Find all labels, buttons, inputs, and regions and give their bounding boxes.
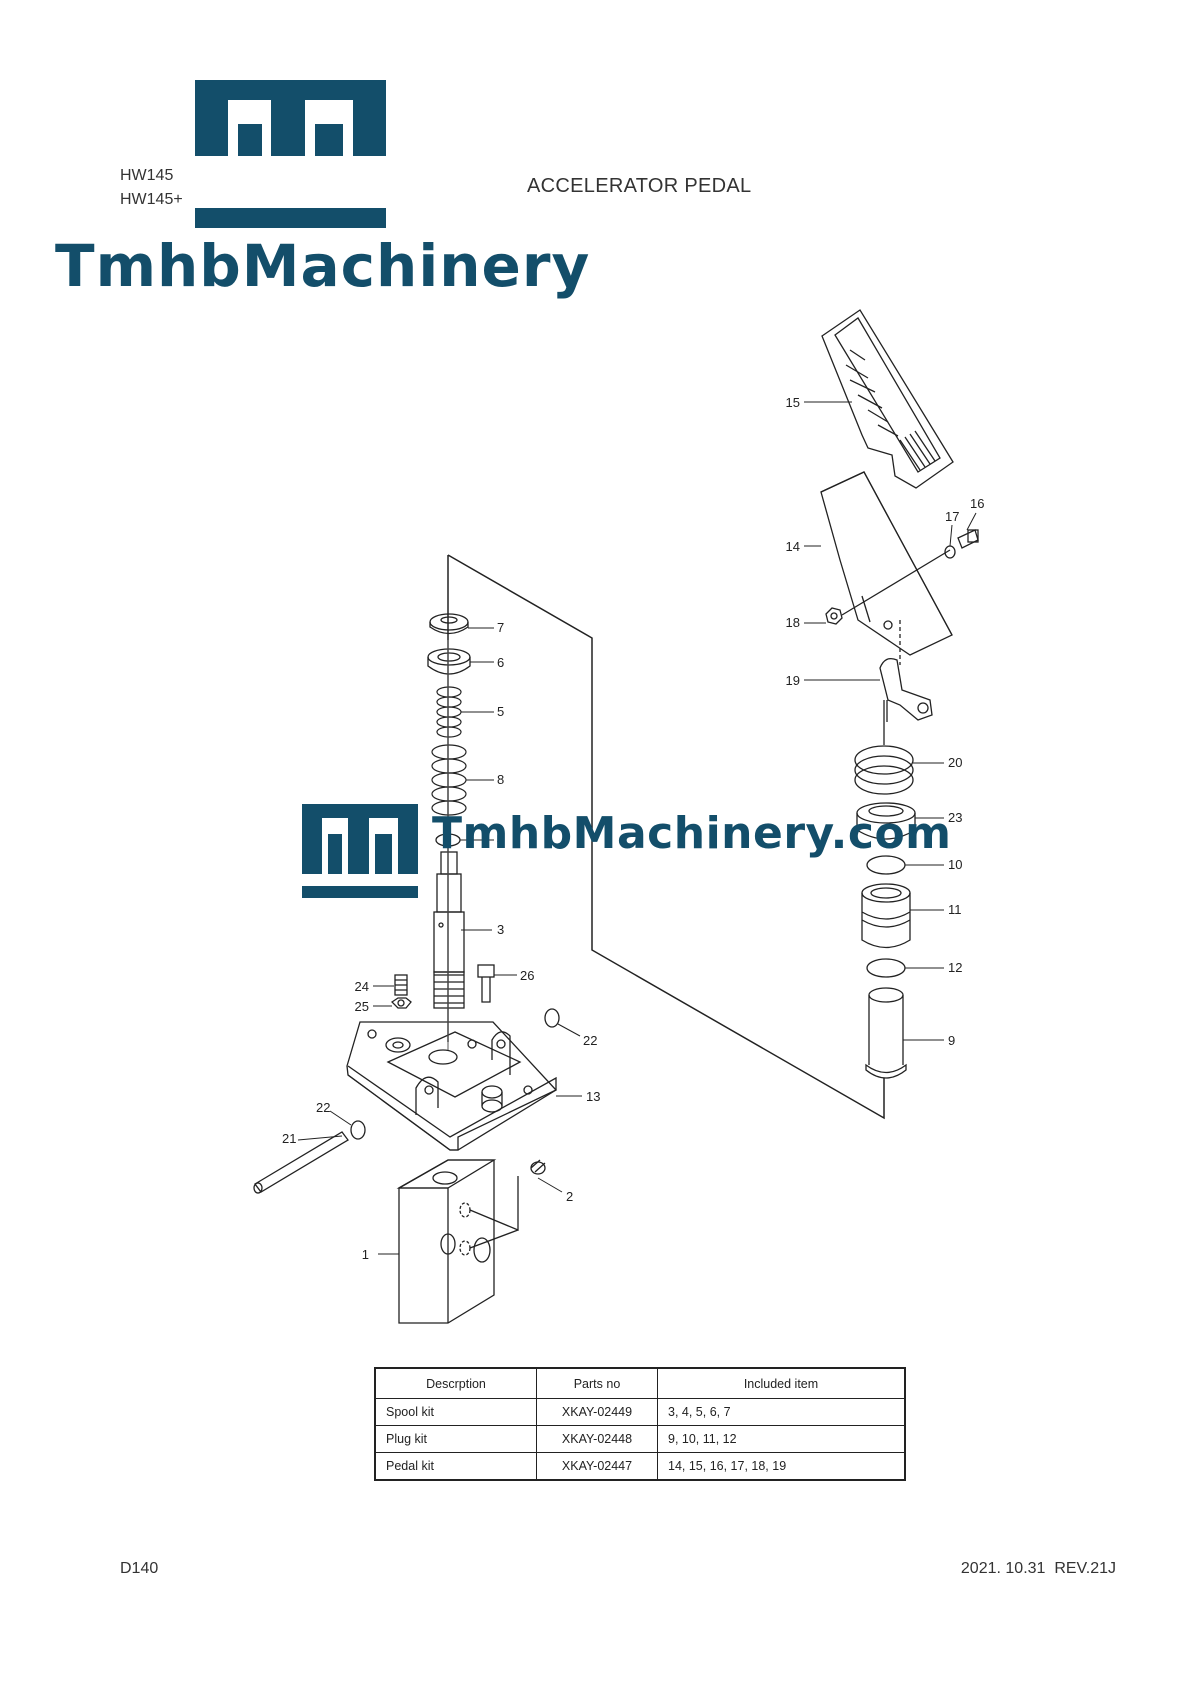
callout-label: 22	[583, 1033, 597, 1048]
part-plug	[861, 883, 911, 949]
callout-label: 18	[786, 615, 800, 630]
part-pedal-base	[820, 471, 953, 656]
callout-label: 22	[316, 1100, 330, 1115]
part-nut	[390, 997, 412, 1009]
part-spool	[433, 851, 465, 1009]
part-spring-outer	[431, 744, 467, 816]
model-name: HW145	[120, 167, 174, 184]
part-bolt	[477, 964, 495, 1003]
column-header: Parts no	[536, 1367, 658, 1399]
part-spring-inner	[436, 686, 462, 738]
callout-label: 8	[497, 772, 504, 787]
callout-label: 21	[282, 1131, 296, 1146]
part-washer	[429, 613, 469, 635]
watermark-text: TmhbMachinery.com	[432, 808, 952, 859]
callout-label: 7	[497, 620, 504, 635]
kit-description: Spool kit	[374, 1398, 537, 1426]
kit-parts-no: XKAY-02448	[536, 1425, 658, 1453]
part-pin	[253, 1131, 349, 1194]
kit-description: Plug kit	[374, 1425, 537, 1453]
brand-logo-icon	[195, 80, 386, 228]
kit-included-items: 3, 4, 5, 6, 7	[657, 1398, 906, 1426]
leader-lines	[297, 401, 977, 1255]
callout-label: 19	[786, 673, 800, 688]
brand-logo-text: TmhbMachinery	[55, 232, 591, 300]
part-o-ring	[866, 958, 906, 978]
part-torsion-spring	[854, 700, 914, 795]
part-nut	[825, 607, 843, 625]
callout-label: 11	[948, 902, 962, 917]
callout-label: 20	[948, 755, 962, 770]
callout-label: 17	[945, 509, 959, 524]
column-header: Included item	[657, 1367, 906, 1399]
callout-label: 4	[497, 832, 504, 847]
callout-label: 24	[355, 979, 369, 994]
exploded-parts-diagram: 1 2 3 4 5 6 7 8 9 10 11 12 13 14 15 16 1…	[253, 309, 984, 1324]
callout-label: 15	[786, 395, 800, 410]
callout-label: 25	[355, 999, 369, 1014]
page-title: ACCELERATOR PEDAL	[527, 175, 752, 197]
callout-label: 6	[497, 655, 504, 670]
part-snap-ring	[544, 1008, 560, 1028]
callout-label: 3	[497, 922, 504, 937]
callout-label: 9	[948, 1033, 955, 1048]
table-row: Spool kit XKAY-02449 3, 4, 5, 6, 7	[374, 1398, 906, 1426]
callout-label: 5	[497, 704, 504, 719]
table-row: Pedal kit XKAY-02447 14, 15, 16, 17, 18,…	[374, 1452, 906, 1481]
callout-label: 14	[786, 539, 800, 554]
model-list: HW145 HW145+	[120, 164, 183, 212]
callout-label: 13	[586, 1089, 600, 1104]
kit-included-items: 9, 10, 11, 12	[657, 1425, 906, 1453]
part-snap-ring	[350, 1120, 366, 1140]
kit-table: Descrption Parts no Included item Spool …	[374, 1367, 906, 1481]
callout-label: 2	[566, 1189, 573, 1204]
kit-included-items: 14, 15, 16, 17, 18, 19	[657, 1452, 906, 1481]
part-pedal-pad	[821, 309, 954, 489]
callout-label: 23	[948, 810, 962, 825]
column-header: Descrption	[374, 1367, 537, 1399]
part-piston	[865, 987, 907, 1079]
callout-label: 12	[948, 960, 962, 975]
part-set-screw	[394, 974, 408, 996]
page-code: D140	[120, 1560, 159, 1577]
table-header-row: Descrption Parts no Included item	[374, 1367, 906, 1399]
part-bolt	[957, 529, 979, 549]
part-plug	[469, 1159, 546, 1249]
callout-label: 16	[970, 496, 984, 511]
callout-label: 10	[948, 857, 962, 872]
part-base-plate	[346, 1021, 558, 1151]
part-housing	[396, 1159, 497, 1324]
watermark-logo-icon	[302, 804, 418, 898]
revision-date: 2021. 10.31 REV.21J	[960, 1560, 1116, 1577]
part-retainer	[427, 648, 471, 675]
model-name: HW145+	[120, 191, 183, 208]
callout-labels: 1 2 3 4 5 6 7 8 9 10 11 12 13 14 15 16 1…	[282, 395, 984, 1262]
part-seal	[856, 802, 916, 840]
kit-description: Pedal kit	[374, 1452, 537, 1481]
kit-parts-no: XKAY-02449	[536, 1398, 658, 1426]
table-row: Plug kit XKAY-02448 9, 10, 11, 12	[374, 1425, 906, 1453]
callout-label: 26	[520, 968, 534, 983]
part-cam	[879, 657, 933, 722]
callout-label: 1	[362, 1247, 369, 1262]
kit-parts-no: XKAY-02447	[536, 1452, 658, 1481]
